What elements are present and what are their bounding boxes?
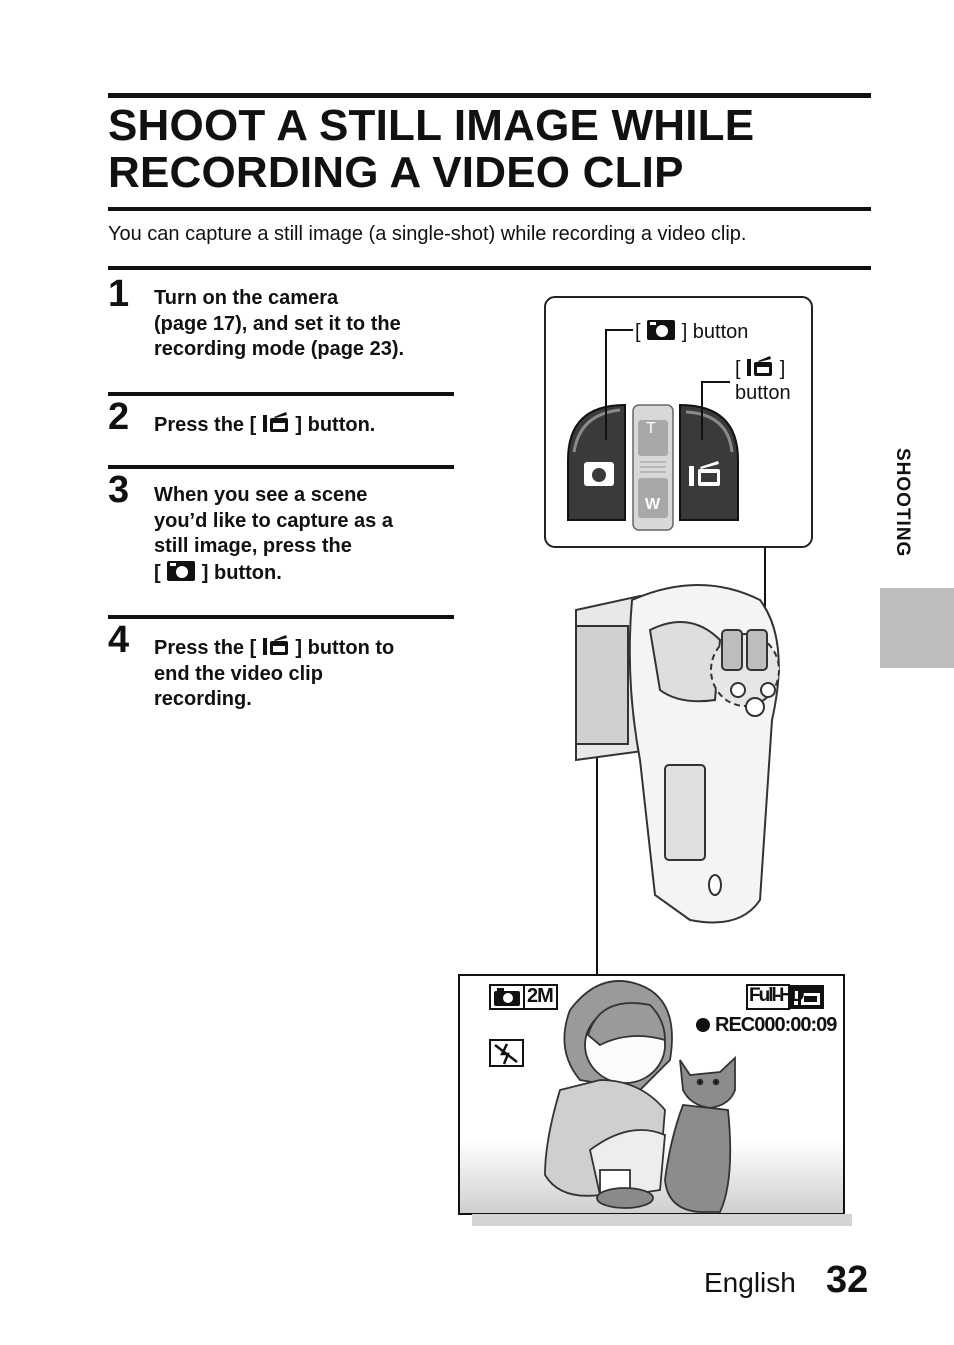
step-number: 1 <box>108 273 130 315</box>
page-title-line-1: SHOOT A STILL IMAGE WHILE <box>108 101 755 150</box>
callout-text: ] button <box>681 321 749 343</box>
record-dot-icon <box>696 1018 710 1032</box>
step-divider <box>108 465 454 469</box>
step-text-line: (page 17), and set it to the <box>154 312 401 335</box>
step-text-line: recording. <box>154 688 252 710</box>
step-number: 2 <box>108 396 130 438</box>
step-4: 4 Press the [ ] button to end the video … <box>108 620 458 720</box>
section-tab-label: SHOOTING <box>892 448 913 558</box>
resolution-indicator: 2M <box>527 985 554 1007</box>
step-text-after: ] button. <box>201 561 282 584</box>
step-text: Press the [ ] button to end the video cl… <box>154 633 464 713</box>
zoom-wide-label: W <box>645 496 660 513</box>
step-text-line: you’d like to capture as a <box>154 509 393 532</box>
callout-text: button <box>735 382 791 404</box>
page-title-line-2: RECORDING A VIDEO CLIP <box>108 148 684 197</box>
step-text-after: ] button to <box>295 637 395 659</box>
page-title: SHOOT A STILL IMAGE WHILE RECORDING A VI… <box>108 102 754 196</box>
step-text-before: [ <box>154 561 161 584</box>
step-text-line: still image, press the <box>154 535 352 557</box>
step-1: 1 Turn on the camera (page 17), and set … <box>108 274 458 384</box>
steps-top-rule <box>108 266 871 270</box>
callout-text: ] <box>779 358 786 380</box>
video-camera-icon <box>262 635 288 655</box>
section-tab <box>880 588 954 668</box>
step-text: When you see a scene you’d like to captu… <box>154 483 464 586</box>
recording-timer: REC000:00:09 <box>715 1014 837 1036</box>
page-number: 32 <box>826 1259 869 1301</box>
flash-off-icon <box>489 1039 524 1067</box>
callout-text: [ <box>635 321 641 343</box>
step-text: Turn on the camera (page 17), and set it… <box>154 286 464 363</box>
callout-text: [ <box>735 358 741 380</box>
intro-text: You can capture a still image (a single-… <box>108 223 747 245</box>
step-divider <box>108 615 454 619</box>
step-number: 3 <box>108 469 130 511</box>
step-text-line: end the video clip <box>154 662 323 685</box>
camera-body <box>575 584 780 924</box>
video-camera-icon <box>790 985 824 1009</box>
title-top-rule <box>108 93 871 98</box>
video-button <box>679 403 739 521</box>
camera-icon <box>167 560 196 581</box>
step-3: 3 When you see a scene you’d like to cap… <box>108 470 458 610</box>
quality-indicator: Full-HD <box>749 985 805 1006</box>
step-number: 4 <box>108 619 130 661</box>
step-text-line: Turn on the camera <box>154 287 339 309</box>
video-button-callout: [ ] button <box>735 354 791 405</box>
step-divider <box>108 392 454 396</box>
camera-icon <box>489 984 525 1010</box>
step-text-before: Press the [ <box>154 414 257 436</box>
camera-icon <box>647 320 676 340</box>
video-camera-icon <box>747 356 773 376</box>
step-text-line: When you see a scene <box>154 484 368 506</box>
video-camera-icon <box>262 412 288 432</box>
step-text-before: Press the [ <box>154 637 257 659</box>
step-text-line: recording mode (page 23). <box>154 338 405 360</box>
zoom-tele-label: T <box>646 420 656 437</box>
photo-button-callout: [ ] button <box>635 319 748 344</box>
cat-illustration <box>664 1055 736 1213</box>
girl-illustration <box>544 980 673 1209</box>
title-bottom-rule <box>108 207 871 211</box>
step-text: Press the [ ] button. <box>154 410 464 439</box>
step-2: 2 Press the [ ] button. <box>108 397 458 457</box>
footer-language: English <box>704 1267 796 1298</box>
step-text-after: ] button. <box>295 414 376 436</box>
